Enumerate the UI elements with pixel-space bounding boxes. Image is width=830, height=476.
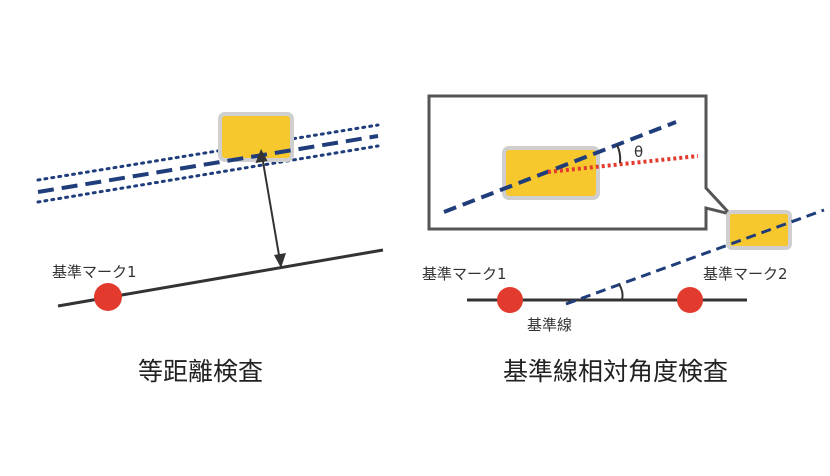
tolerance-line-lower [36,144,380,204]
reference-mark-2 [677,287,703,313]
angle-symbol: θ [634,143,643,161]
reference-mark-1-label: 基準マーク1 [52,263,137,281]
baseline-label: 基準線 [527,316,572,334]
equidistance-caption: 等距離検査 [138,357,264,386]
equidistance-panel: 基準マーク1 [36,112,384,311]
component-rect-2 [726,210,792,250]
reference-mark-1-right [497,287,523,313]
reference-mark-2-label: 基準マーク2 [703,265,788,283]
component-dashed-axis [565,208,825,306]
distance-arrow [255,149,286,268]
reference-mark-1 [94,283,122,311]
relative-angle-caption: 基準線相対角度検査 [503,357,729,386]
center-dashed-line [37,134,379,194]
zoomed-dashed-axis [443,120,677,214]
baseline-angle-arc [618,283,624,301]
component-rect [218,112,294,162]
relative-angle-panel: θ 基準マーク1 基準マーク2 基準線 [422,94,825,334]
callout-angle-arc [616,144,622,164]
reference-mark-1-right-label: 基準マーク1 [422,265,507,283]
reference-direction-dotted [547,154,699,174]
tolerance-line-upper [36,123,380,182]
